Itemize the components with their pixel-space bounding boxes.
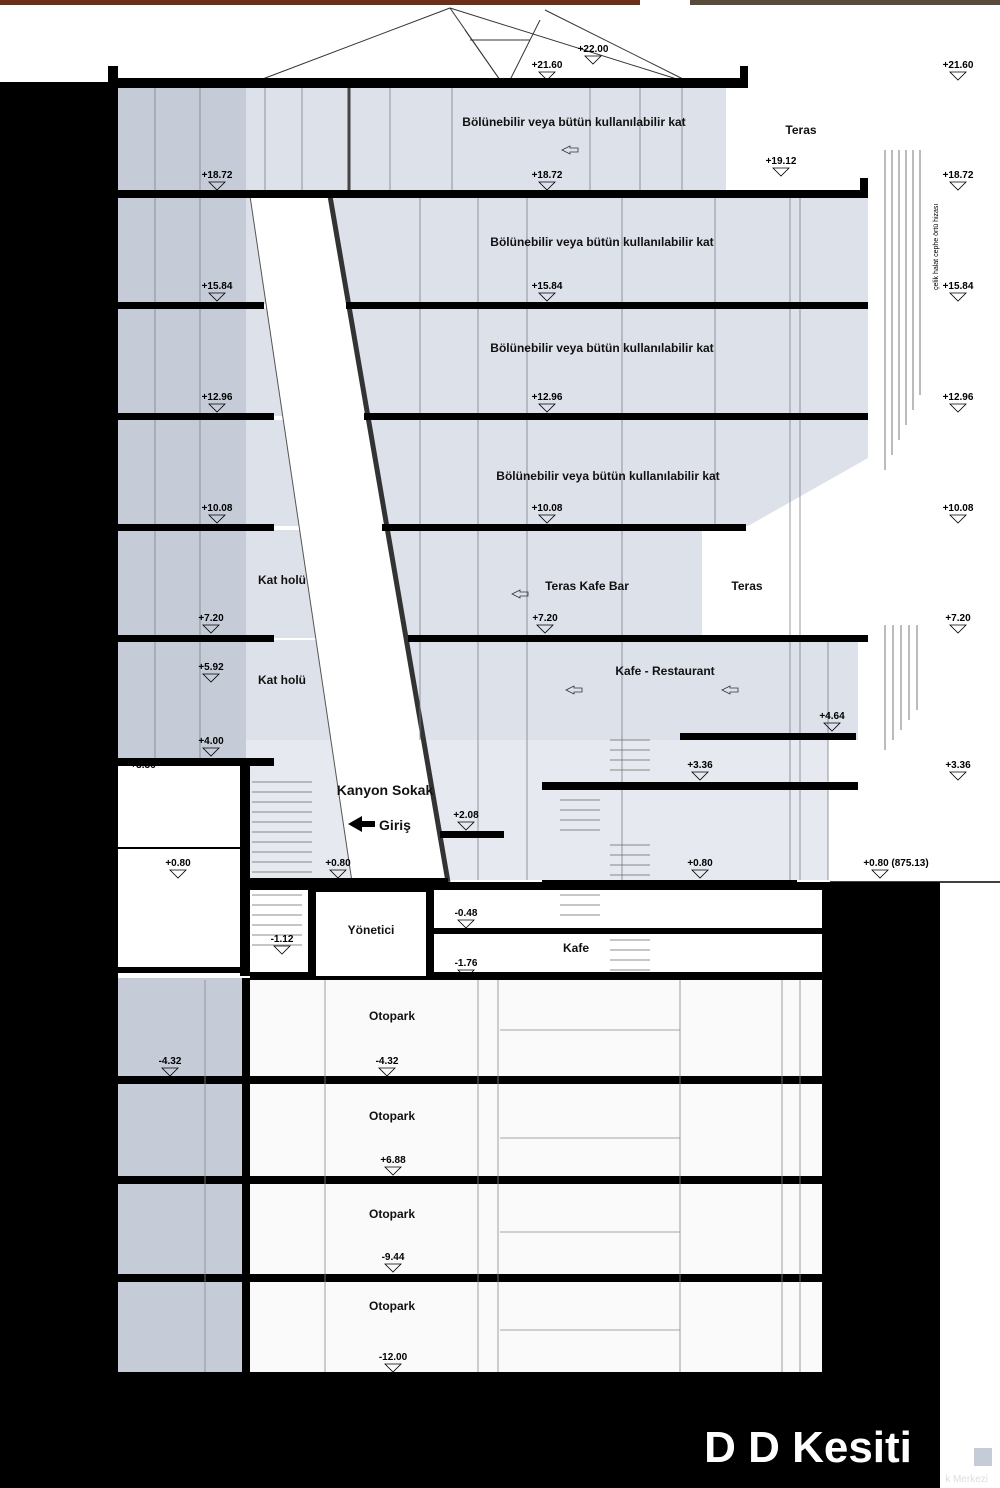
- room-label-r4: Bölünebilir veya bütün kullanılabilir ka…: [496, 469, 719, 483]
- floor-slabs: [108, 66, 868, 1282]
- elev-208: +2.08: [453, 810, 479, 821]
- flow-arrow-icon: [511, 145, 739, 695]
- facade-note: çelik halat cephe örtü hizası: [933, 204, 940, 290]
- stairs: [252, 739, 650, 971]
- elev-464: +4.64: [819, 711, 845, 722]
- room-label-r2: Bölünebilir veya bütün kullanılabilir ka…: [490, 235, 713, 249]
- entrance-arrow-icon: [348, 816, 375, 832]
- room-label-kat-holu-2: Kat holü: [258, 673, 306, 687]
- stair-core-glass: [118, 82, 246, 762]
- elev-m176: -1.76: [455, 958, 478, 969]
- elev-m432-c: -4.32: [376, 1056, 399, 1067]
- parking-lines: [204, 980, 801, 1372]
- elev-2160-r: +21.60: [943, 60, 974, 71]
- room-label-teras-top: Teras: [785, 123, 816, 137]
- elev-336-r: +3.36: [945, 760, 971, 771]
- room-label-otopark-3: Otopark: [369, 1207, 415, 1221]
- room-label-yonetici: Yönetici: [348, 923, 395, 937]
- elev-1912: +19.12: [766, 156, 797, 167]
- room-label-kafe: Kafe: [563, 941, 589, 955]
- elev-720-c: +7.20: [532, 613, 558, 624]
- room-label-kat-holu-1: Kat holü: [258, 573, 306, 587]
- roof-truss: [259, 7, 686, 81]
- facade-mullions: [154, 88, 829, 880]
- right-earth-mass: [822, 882, 940, 1488]
- drawing-title: D D Kesiti: [704, 1423, 912, 1472]
- elev-1872-l: +18.72: [202, 170, 233, 181]
- elev-1296-r: +12.96: [943, 392, 974, 403]
- elev-1296-c: +12.96: [532, 392, 563, 403]
- elev-720-l: +7.20: [198, 613, 224, 624]
- elev-1296-l: +12.96: [202, 392, 233, 403]
- corner-swatch: [974, 1448, 992, 1466]
- parking-floors: [118, 978, 822, 1372]
- elev-400: +4.00: [198, 736, 224, 747]
- left-earth-mass: [0, 82, 118, 1488]
- elev-1872-r: +18.72: [943, 170, 974, 181]
- elev-720-r: +7.20: [945, 613, 971, 624]
- elev-336-c: +3.36: [687, 760, 713, 771]
- elev-2200: +22.00: [578, 44, 609, 55]
- elev-336-l: +3.36: [130, 760, 156, 771]
- elev-1584-c: +15.84: [532, 281, 563, 292]
- room-label-r1: Bölünebilir veya bütün kullanılabilir ka…: [462, 115, 685, 129]
- credit-text: k Merkezi: [945, 1474, 988, 1485]
- elev-m048: -0.48: [455, 908, 478, 919]
- elev-080-l: +0.80: [165, 858, 191, 869]
- room-label-otopark-2: Otopark: [369, 1109, 415, 1123]
- elev-080-r: +0.80 (875.13): [863, 858, 928, 869]
- canyon-wall: [327, 195, 451, 883]
- lower-left-room: [118, 766, 240, 970]
- elev-1584-r: +15.84: [943, 281, 974, 292]
- elev-m944: -9.44: [382, 1252, 405, 1263]
- room-label-otopark-4: Otopark: [369, 1299, 415, 1313]
- elev-1584-l: +15.84: [202, 281, 233, 292]
- room-label-kanyon-sokak: Kanyon Sokak: [337, 782, 434, 798]
- elevation-markers: +22.00 +21.60 +21.60 +19.12 +18.72 +18.7…: [130, 44, 974, 1363]
- room-label-otopark-1: Otopark: [369, 1009, 415, 1023]
- photo-strip-right: [690, 0, 1000, 5]
- cable-facade: [884, 150, 921, 750]
- elev-1008-r: +10.08: [943, 503, 974, 514]
- elev-080-c: +0.80: [687, 858, 713, 869]
- room-label-r3: Bölünebilir veya bütün kullanılabilir ka…: [490, 341, 713, 355]
- elev-m112: -1.12: [271, 934, 294, 945]
- room-label-giris: Giriş: [379, 817, 411, 833]
- elev-2160-c: +21.60: [532, 60, 563, 71]
- elev-1008-l: +10.08: [202, 503, 233, 514]
- room-label-teras-mid: Teras: [731, 579, 762, 593]
- photo-strip-left: [0, 0, 640, 5]
- yonetici-room: [308, 884, 434, 984]
- room-label-kafe-restaurant: Kafe - Restaurant: [615, 664, 714, 678]
- elev-m432-l: -4.32: [159, 1056, 182, 1067]
- elev-592: +5.92: [198, 662, 224, 673]
- room-label-teras-kafe: Teras Kafe Bar: [545, 579, 629, 593]
- elev-1872-c: +18.72: [532, 170, 563, 181]
- elev-080-m: +0.80: [325, 858, 351, 869]
- elev-m1200: -12.00: [379, 1352, 408, 1363]
- elev-688: +6.88: [380, 1155, 406, 1166]
- elevation-triangles: [161, 55, 967, 1373]
- elev-1008-c: +10.08: [532, 503, 563, 514]
- bottom-earth-mass: [0, 1372, 940, 1488]
